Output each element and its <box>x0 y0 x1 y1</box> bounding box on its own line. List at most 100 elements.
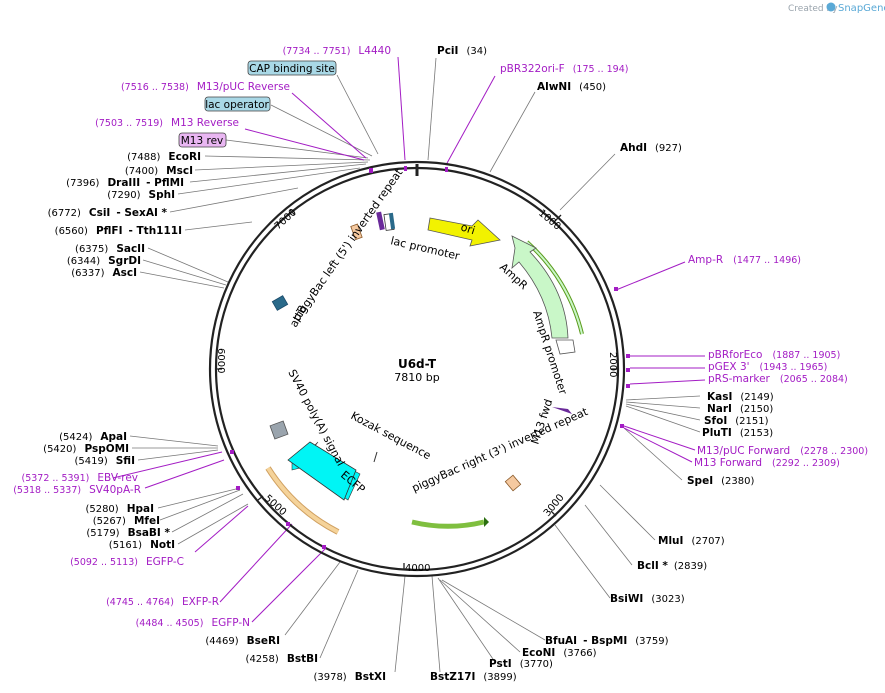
leader-lines <box>129 57 701 673</box>
lac-operator-box <box>204 96 271 112</box>
enzyme-name: BstBI <box>287 653 318 665</box>
map-label: (5179)BsaBI * <box>86 527 170 539</box>
map-label: (6344)SgrDI <box>67 255 141 267</box>
enzyme-name: PciI <box>437 45 458 57</box>
map-label: pBR322ori-F(175 .. 194) <box>500 63 628 75</box>
enzyme-name: SfiI <box>116 455 135 467</box>
enzyme-name: PstI <box>489 658 512 670</box>
primer-name: Amp-R <box>688 254 723 266</box>
ampr-promoter-arrow <box>555 339 576 355</box>
primer-name: M13 Forward <box>694 457 762 469</box>
attb-marker <box>271 295 289 311</box>
enzyme-pos: (5179) <box>86 528 119 539</box>
primer-name: SV40pA-R <box>89 484 141 496</box>
snapgene-logo-icon <box>826 2 836 12</box>
enzyme-name: ApaI <box>100 431 127 443</box>
enzyme-pos: (2150) <box>740 404 773 415</box>
enzyme-name: AhdI <box>620 142 647 154</box>
map-label: KasI(2149) <box>707 391 774 403</box>
enzyme-pos: (2149) <box>740 392 773 403</box>
tick-7000: 7000 <box>273 207 299 232</box>
enzyme-pos: (450) <box>579 82 606 93</box>
enzyme-name: SpeI <box>687 475 713 487</box>
enzyme-name: SacII <box>116 243 145 255</box>
primer-pos: (5318 .. 5337) <box>13 485 81 496</box>
enzyme-name: PluTI <box>702 427 732 439</box>
enzyme-name: Tth111I <box>137 225 182 237</box>
map-label: pRS-marker(2065 .. 2084) <box>708 373 848 385</box>
enzyme-pos: (2153) <box>740 428 773 439</box>
ori-arrow <box>427 217 501 247</box>
right-ir-marker <box>504 474 522 492</box>
map-label: (7516 .. 7538)M13/pUC Reverse <box>121 81 290 93</box>
primer-pos: (2292 .. 2309) <box>772 458 840 469</box>
enzyme-name: MfeI <box>134 515 160 527</box>
map-label: (7503 .. 7519)M13 Reverse <box>95 117 239 129</box>
enzyme-name: BspMI <box>591 635 627 647</box>
enzyme-pos: (5420) <box>43 444 76 455</box>
enzyme-name: HpaI <box>127 503 154 515</box>
primer-pos: (1477 .. 1496) <box>733 255 801 266</box>
enzyme-pos: (3759) <box>635 636 668 647</box>
lac-operator-marker <box>376 211 385 231</box>
enzyme-pos: (2707) <box>691 536 724 547</box>
inner-features: ori <box>269 211 576 501</box>
tick-2000: 2000 <box>607 352 618 377</box>
map-label: EcoNI(3766) <box>522 647 597 659</box>
enzyme-name: BfuAI <box>545 635 577 647</box>
left-ir-marker <box>350 223 363 241</box>
map-label: PstI (3770) <box>489 658 553 670</box>
enzyme-pos: (3023) <box>651 594 684 605</box>
enzyme-pos: (5280) <box>85 504 118 515</box>
map-label: (6772)CsiI- SexAI * <box>48 207 168 219</box>
kozak-marker <box>373 451 378 463</box>
enzyme-name: NotI <box>150 539 175 551</box>
map-label: (6337)AscI <box>71 267 137 279</box>
primer-pos: (7503 .. 7519) <box>95 118 163 129</box>
map-label: NarI(2150) <box>707 403 773 415</box>
primer-name: L4440 <box>358 45 391 57</box>
enzyme-pos: (7396) <box>66 178 99 189</box>
primer-name: pBR322ori-F <box>500 63 565 75</box>
cap-site-marker <box>388 212 396 230</box>
ecfp-arrow <box>287 441 357 501</box>
map-label: Amp-R (1477 .. 1496) <box>688 254 801 266</box>
map-label: BfuAI- BspMI(3759) <box>545 635 669 647</box>
enzyme-name: CsiI <box>89 207 110 219</box>
map-label: (5161) NotI <box>109 539 175 551</box>
map-label: AhdI(927) <box>620 142 682 154</box>
map-label: (5372 .. 5391)EBV-rev <box>22 472 139 484</box>
map-label: (4469)BseRI <box>205 635 280 647</box>
enzyme-pos: (3770) <box>520 659 553 670</box>
credit-brand: SnapGene <box>838 3 885 14</box>
primer-labels: (7734 .. 7751)L4440 pBR322ori-F(175 .. 1… <box>13 45 868 629</box>
primer-pos: (2065 .. 2084) <box>780 374 848 385</box>
kozak-label: Kozak sequence <box>349 409 434 462</box>
enzyme-name: MluI <box>658 535 683 547</box>
map-label: (5280) HpaI <box>85 503 154 515</box>
enzyme-pos: (7400) <box>125 166 158 177</box>
lac-operator-label: lac operator <box>205 99 269 111</box>
lac-promoter-label: lac promoter <box>389 234 461 263</box>
enzyme-name: BclI * <box>637 560 668 572</box>
primer-name: EGFP-C <box>146 556 184 568</box>
primer-pos: (2278 .. 2300) <box>800 446 868 457</box>
map-label: MluI (2707) <box>658 535 725 547</box>
map-label: (7488)EcoRI <box>127 151 201 163</box>
enzyme-pos: (3899) <box>483 672 516 683</box>
enzyme-pos: (7488) <box>127 152 160 163</box>
ring-features <box>265 240 584 535</box>
sv40-marker <box>269 420 289 440</box>
enzyme-name: SexAI * <box>124 207 167 219</box>
credit-prefix: Created by <box>788 4 838 14</box>
enzyme-pos: (3978) <box>313 672 346 683</box>
enzyme-name: AscI <box>112 267 137 279</box>
map-label: BsiWI(3023) <box>610 593 685 605</box>
m13-rev-box <box>178 132 227 148</box>
cap-binding-site-label: CAP binding site <box>249 63 335 75</box>
enzyme-pos: (5161) <box>109 540 142 551</box>
map-label: (7290)SphI <box>107 189 175 201</box>
enzyme-pos: (2839) <box>674 561 707 572</box>
map-label: SpeI(2380) <box>687 475 754 487</box>
enzyme-pos: (5419) <box>74 456 107 467</box>
